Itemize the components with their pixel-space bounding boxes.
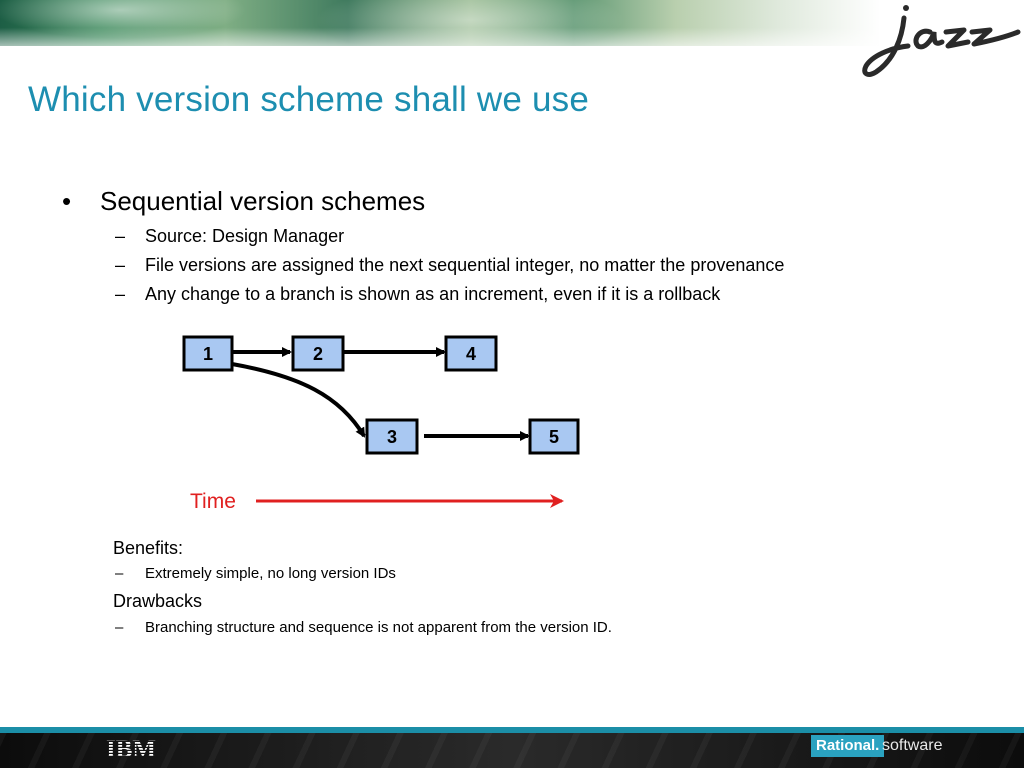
dash-marker: – — [115, 284, 126, 304]
bullet-sequential-schemes: • Sequential version schemes — [62, 186, 425, 217]
drawbacks-heading: Drawbacks — [113, 591, 203, 611]
dash-marker: – — [115, 255, 126, 275]
time-label: Time — [190, 490, 236, 513]
version-node-label: 3 — [387, 427, 397, 447]
subpoint-text: Any change to a branch is shown as an in… — [145, 284, 721, 304]
dash-marker: – — [115, 619, 124, 636]
subpoint-branch-change: –Any change to a branch is shown as an i… — [115, 284, 720, 305]
jazz-logo — [862, 5, 1021, 77]
subpoint-text: File versions are assigned the next sequ… — [145, 255, 785, 275]
version-node-2: 2 — [291, 335, 345, 372]
drawback-text: Branching structure and sequence is not … — [145, 619, 612, 636]
bullet-marker: • — [62, 186, 72, 216]
subpoint-text: Source: Design Manager — [145, 226, 345, 246]
dash-marker: – — [115, 226, 126, 246]
version-node-3: 3 — [365, 418, 419, 455]
footer-accent-line — [0, 727, 1024, 733]
bullet-text: Sequential version schemes — [100, 186, 426, 216]
ibm-logo-text: IBM — [106, 736, 156, 760]
version-diagram: 1 2 4 3 5 Time — [182, 335, 580, 513]
benefits-heading: Benefits: — [113, 538, 184, 558]
dash-marker: – — [115, 565, 124, 582]
benefit-item: – Extremely simple, no long version IDs — [115, 565, 396, 582]
version-node-4: 4 — [444, 335, 498, 372]
ibm-logo: IBM — [106, 736, 156, 760]
software-label: software — [882, 737, 943, 754]
benefit-text: Extremely simple, no long version IDs — [145, 565, 396, 582]
version-node-label: 4 — [466, 344, 476, 364]
version-node-label: 2 — [313, 344, 323, 364]
drawback-item: – Branching structure and sequence is not… — [115, 619, 612, 636]
page-title: Which version scheme shall we use — [28, 80, 589, 119]
rational-logo: Rational. — [811, 735, 885, 757]
version-node-label: 1 — [203, 344, 213, 364]
header-banner-fade — [0, 0, 1024, 46]
edge-1-3 — [231, 362, 366, 438]
version-node-1: 1 — [182, 335, 234, 372]
version-node-label: 5 — [549, 427, 559, 447]
subpoint-source: –Source: Design Manager — [115, 226, 344, 247]
subpoint-file-versions: –File versions are assigned the next seq… — [115, 255, 784, 276]
version-node-5: 5 — [528, 418, 580, 455]
